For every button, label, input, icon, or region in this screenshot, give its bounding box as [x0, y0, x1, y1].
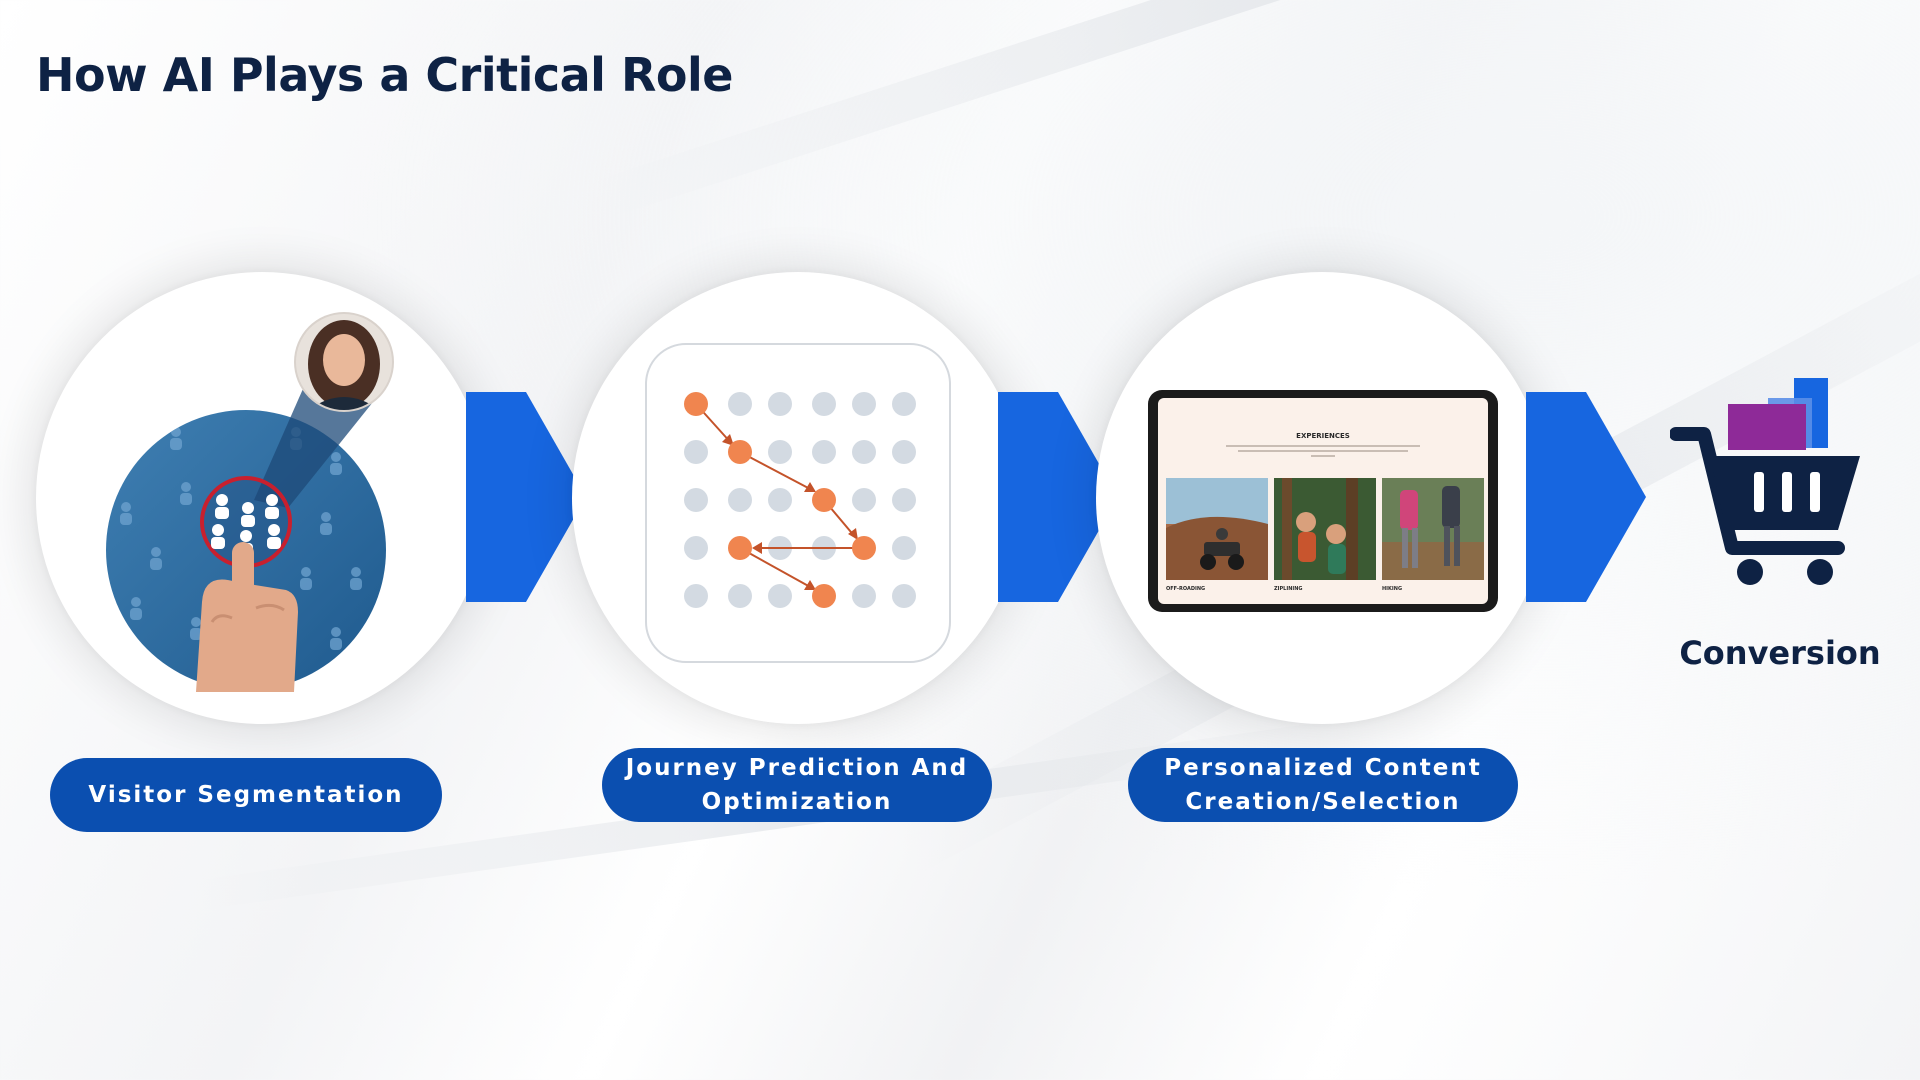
journey-path-arrowheads: [722, 434, 858, 590]
photo-hiking: [1382, 478, 1484, 580]
tablet-heading: EXPERIENCES: [1296, 432, 1350, 440]
conversion-label: Conversion: [1679, 634, 1881, 672]
tablet-text-line: [1311, 455, 1335, 457]
label-line: Creation/Selection: [1185, 789, 1461, 815]
page-title: How AI Plays a Critical Role: [36, 48, 733, 102]
label-line: Personalized Content: [1164, 755, 1482, 781]
journey-nodes: [684, 392, 876, 608]
grid-card: [645, 343, 951, 663]
spotlight-beam: [254, 382, 381, 508]
label-text: Personalized Content Creation/Selection: [1164, 751, 1481, 819]
caption-hiking: HIKING: [1382, 586, 1402, 592]
photo-off-roading: [1166, 478, 1268, 580]
flow-arrow-icon: [1526, 392, 1646, 602]
photo-ziplining: [1274, 478, 1376, 580]
journey-path-grid-illustration: [645, 343, 951, 663]
cart-slot: [1782, 472, 1792, 512]
caption-ziplining: ZIPLINING: [1274, 586, 1303, 592]
audience-segmentation-illustration: [106, 312, 394, 692]
tablet-content-illustration: EXPERIENCES OFF-ROADING ZIPLINING HIKING: [1148, 390, 1498, 612]
flow-arrow-icon: [998, 392, 1118, 602]
label-line: Journey Prediction And: [625, 755, 969, 781]
flow-arrow-icon: [466, 392, 586, 602]
shopping-cart-icon: [1670, 378, 1860, 585]
background-streak: [593, 0, 1920, 220]
tablet-text-line: [1238, 450, 1408, 452]
pointing-hand-icon: [196, 542, 298, 692]
avatar: [296, 314, 392, 410]
cart-slot: [1754, 472, 1764, 512]
label-text: Visitor Segmentation: [88, 782, 404, 808]
cart-wheel: [1737, 559, 1763, 585]
segment-people-icons: [211, 494, 281, 555]
cart-wheel: [1807, 559, 1833, 585]
label-visitor-segmentation: Visitor Segmentation: [50, 758, 442, 832]
tablet-text-line: [1226, 445, 1420, 447]
label-text: Journey Prediction And Optimization: [626, 751, 969, 819]
caption-off-roading: OFF-ROADING: [1166, 586, 1205, 592]
label-journey-prediction: Journey Prediction And Optimization: [602, 748, 992, 822]
cart-box-purple: [1728, 404, 1806, 450]
label-personalized-content: Personalized Content Creation/Selection: [1128, 748, 1518, 822]
label-line: Optimization: [701, 789, 893, 815]
cart-slot: [1810, 472, 1820, 512]
